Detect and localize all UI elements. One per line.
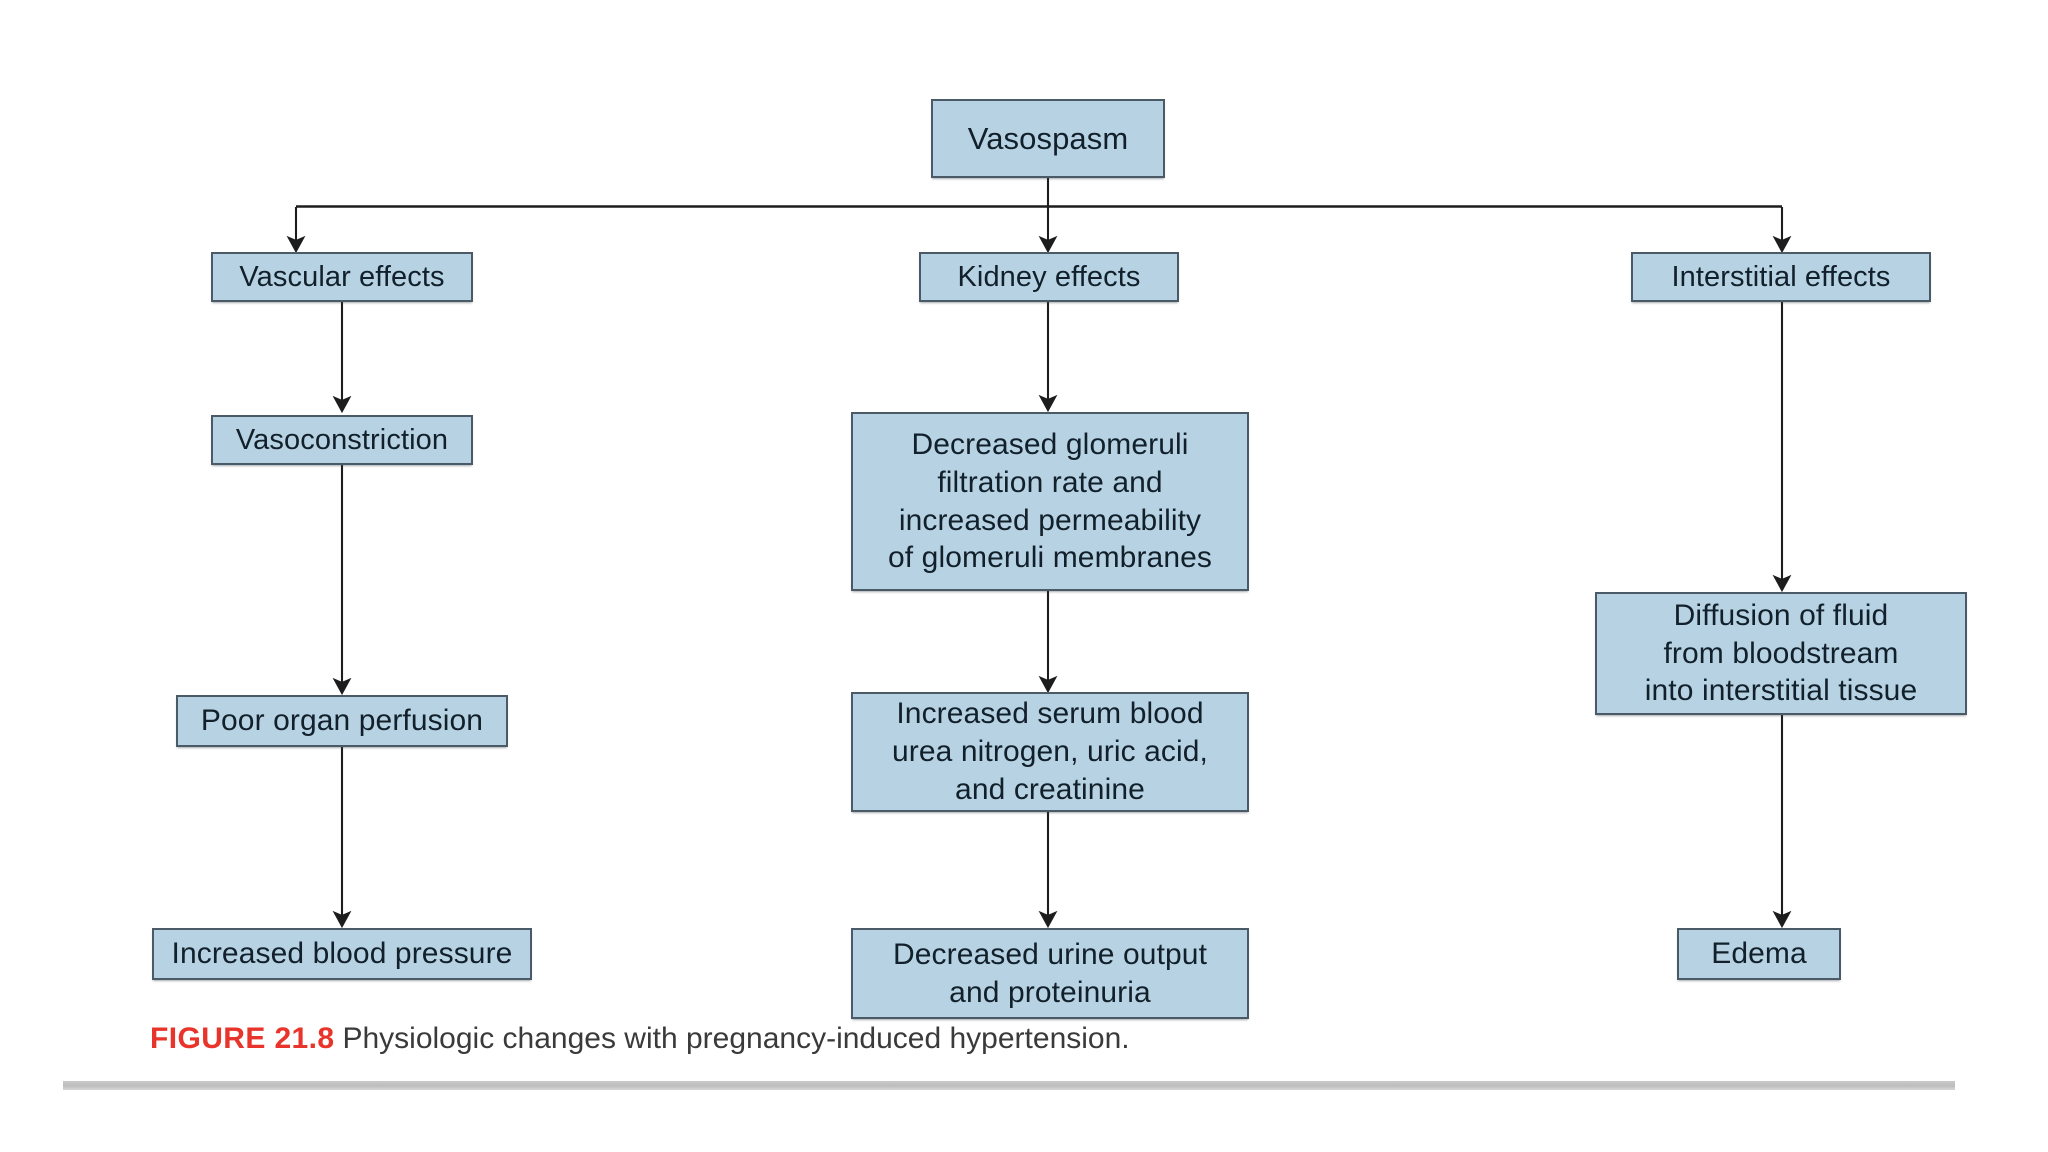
node-vasoconstriction-label: Vasoconstriction (235, 423, 449, 456)
node-diffusion-of-fluid[interactable]: Diffusion of fluid from bloodstream into… (1595, 592, 1967, 715)
node-decreased-urine-output[interactable]: Decreased urine output and proteinuria (851, 928, 1249, 1019)
node-increased-blood-pressure[interactable]: Increased blood pressure (152, 928, 532, 980)
node-vascular-effects[interactable]: Vascular effects (211, 252, 473, 302)
node-poor-organ-perfusion[interactable]: Poor organ perfusion (176, 695, 508, 747)
footer-divider (63, 1081, 1955, 1090)
node-kidney-effects[interactable]: Kidney effects (919, 252, 1179, 302)
node-kidney-effects-label: Kidney effects (957, 260, 1141, 293)
node-interstitial-effects-label: Interstitial effects (1671, 260, 1891, 293)
node-vasoconstriction[interactable]: Vasoconstriction (211, 415, 473, 465)
figure-caption-text: Physiologic changes with pregnancy-induc… (342, 1022, 1130, 1055)
node-increased-serum-blood[interactable]: Increased serum blood urea nitrogen, uri… (851, 692, 1249, 812)
node-glomeruli-filtration[interactable]: Decreased glomeruli filtration rate and … (851, 412, 1249, 591)
figure-number: FIGURE 21.8 (150, 1022, 335, 1055)
node-interstitial-effects[interactable]: Interstitial effects (1631, 252, 1931, 302)
node-decreased-urine-output-label: Decreased urine output and proteinuria (892, 937, 1208, 1009)
node-increased-serum-blood-label: Increased serum blood urea nitrogen, uri… (891, 697, 1208, 806)
node-vasospasm[interactable]: Vasospasm (931, 99, 1165, 178)
node-vascular-effects-label: Vascular effects (239, 260, 445, 293)
node-edema[interactable]: Edema (1677, 928, 1841, 980)
node-increased-blood-pressure-label: Increased blood pressure (171, 937, 513, 971)
node-poor-organ-perfusion-label: Poor organ perfusion (200, 704, 484, 738)
node-edema-label: Edema (1711, 937, 1807, 971)
node-vasospasm-label: Vasospasm (967, 120, 1129, 156)
node-glomeruli-filtration-label: Decreased glomeruli filtration rate and … (888, 427, 1212, 575)
node-diffusion-of-fluid-label: Diffusion of fluid from bloodstream into… (1644, 598, 1918, 708)
